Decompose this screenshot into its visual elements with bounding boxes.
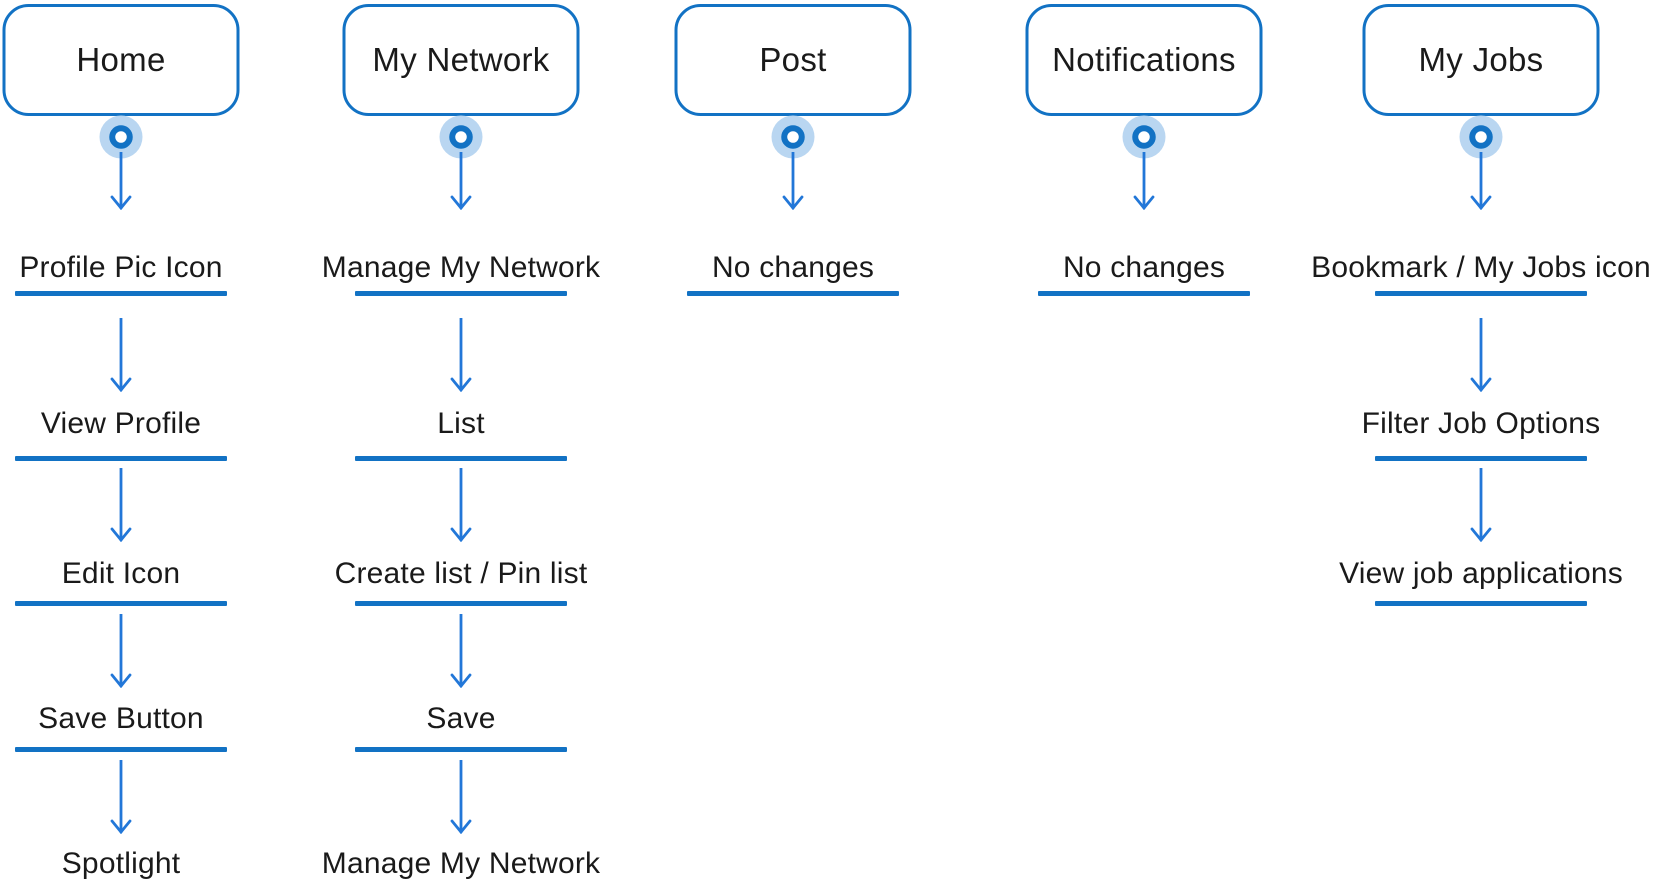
- connector-node-icon: [770, 114, 816, 160]
- step-underline: [1375, 456, 1587, 461]
- down-arrow-icon: [782, 152, 804, 210]
- step-underline: [1375, 601, 1587, 606]
- flow-box-my-network: My Network: [342, 4, 580, 116]
- step-underline: [15, 747, 227, 752]
- connector-node-icon: [1458, 114, 1504, 160]
- step-label: Save Button: [38, 702, 204, 735]
- down-arrow-icon: [110, 614, 132, 688]
- flow-box-title: My Jobs: [1418, 41, 1544, 78]
- step-label: Spotlight: [61, 847, 181, 880]
- step-label: Save: [426, 702, 496, 735]
- flow-column-notifications: Notifications No changes: [924, 0, 1364, 890]
- flow-box-post: Post: [674, 4, 912, 116]
- step-label: Manage My Network: [321, 847, 601, 880]
- step-label: Bookmark / My Jobs icon: [1311, 251, 1651, 284]
- flow-column-home: Home Profile Pic Icon View Profile Edit …: [0, 0, 341, 890]
- down-arrow-icon: [1470, 468, 1492, 542]
- step-underline: [355, 601, 567, 606]
- flow-box-home: Home: [2, 4, 240, 116]
- step-label: Edit Icon: [61, 557, 181, 590]
- flow-column-post: Post No changes: [573, 0, 1013, 890]
- down-arrow-icon: [1470, 152, 1492, 210]
- step-underline: [1038, 291, 1250, 296]
- down-arrow-icon: [110, 318, 132, 392]
- down-arrow-icon: [1133, 152, 1155, 210]
- flow-box-title: Home: [76, 41, 166, 78]
- connector-node-icon: [1121, 114, 1167, 160]
- step-label: List: [437, 407, 485, 440]
- flow-box-my-jobs: My Jobs: [1362, 4, 1600, 116]
- step-label: Manage My Network: [321, 251, 601, 284]
- flow-box-title: Post: [759, 41, 827, 78]
- step-underline: [355, 747, 567, 752]
- down-arrow-icon: [1470, 318, 1492, 392]
- step-underline: [15, 601, 227, 606]
- down-arrow-icon: [110, 468, 132, 542]
- down-arrow-icon: [110, 152, 132, 210]
- flow-column-my-network: My Network Manage My Network List Create…: [241, 0, 681, 890]
- step-label: No changes: [1062, 251, 1226, 284]
- step-label: No changes: [711, 251, 875, 284]
- step-underline: [355, 291, 567, 296]
- step-underline: [687, 291, 899, 296]
- step-label: View job applications: [1339, 557, 1623, 590]
- down-arrow-icon: [450, 614, 472, 688]
- step-underline: [1375, 291, 1587, 296]
- step-underline: [355, 456, 567, 461]
- flow-box-title: Notifications: [1052, 41, 1236, 78]
- step-label: Create list / Pin list: [334, 557, 588, 590]
- flow-box-notifications: Notifications: [1025, 4, 1263, 116]
- step-label: View Profile: [40, 407, 202, 440]
- step-label: Profile Pic Icon: [19, 251, 223, 284]
- down-arrow-icon: [450, 468, 472, 542]
- down-arrow-icon: [110, 760, 132, 834]
- down-arrow-icon: [450, 318, 472, 392]
- flow-box-title: My Network: [372, 41, 550, 78]
- down-arrow-icon: [450, 760, 472, 834]
- flow-column-my-jobs: My Jobs Bookmark / My Jobs icon Filter J…: [1261, 0, 1680, 890]
- step-underline: [15, 456, 227, 461]
- down-arrow-icon: [450, 152, 472, 210]
- step-label: Filter Job Options: [1361, 407, 1601, 440]
- step-underline: [15, 291, 227, 296]
- connector-node-icon: [438, 114, 484, 160]
- connector-node-icon: [98, 114, 144, 160]
